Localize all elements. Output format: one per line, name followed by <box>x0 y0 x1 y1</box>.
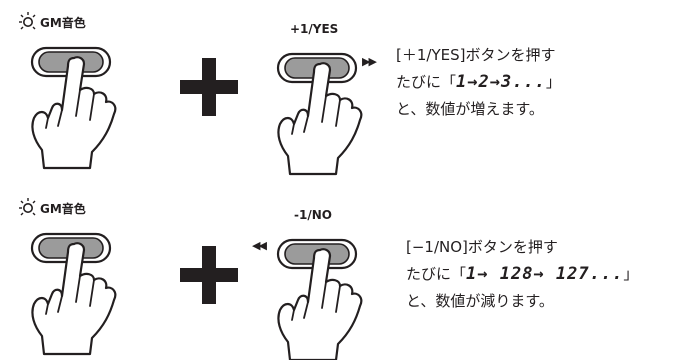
desc-line-1: [＋1/YES]ボタンを押す <box>396 46 556 64</box>
hand-pressing-no-button-icon <box>276 238 363 360</box>
increment-sequence: 1→2→3... <box>456 72 546 92</box>
hand-pressing-gm-button-icon <box>30 232 117 356</box>
instruction-row-decrement: GM音色 ◀◀ -1/NO [−1/NO]ボタンを押す たびに「1→ 128→ … <box>0 178 686 360</box>
plus-sign-icon <box>180 58 238 116</box>
yes-button-label: +1/YES <box>290 22 339 36</box>
hand-pressing-gm-button-icon <box>30 46 117 170</box>
gm-voice-label: GM音色 <box>40 202 86 216</box>
backward-arrows-icon: ◀◀ <box>252 239 267 252</box>
desc-line-1: [−1/NO]ボタンを押す <box>406 238 558 256</box>
desc-line-3: と、数値が増えます。 <box>396 100 544 118</box>
gm-voice-label: GM音色 <box>40 16 86 30</box>
hand-pressing-yes-button-icon <box>276 52 363 176</box>
plus-sign-icon <box>180 246 238 304</box>
desc-line-3: と、数値が減ります。 <box>406 292 554 310</box>
forward-arrows-icon: ▶▶ <box>362 55 377 68</box>
desc-line-2: たびに「1→2→3...」 <box>396 72 561 92</box>
instruction-row-increment: GM音色 +1/YES ▶▶ [＋1/YES]ボタンを押す たびに「1→2→3.… <box>0 0 686 176</box>
decrement-description: [−1/NO]ボタンを押す たびに「1→ 128→ 127...」 と、数値が減… <box>406 234 638 315</box>
desc-line-2: たびに「1→ 128→ 127...」 <box>406 264 639 284</box>
decrement-sequence: 1→ 128→ 127... <box>466 264 624 284</box>
no-button-label: -1/NO <box>294 208 332 222</box>
increment-description: [＋1/YES]ボタンを押す たびに「1→2→3...」 と、数値が増えます。 <box>396 42 561 123</box>
